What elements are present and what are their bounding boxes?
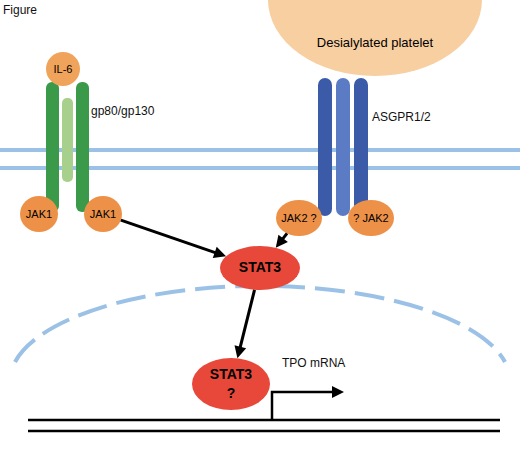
arrow-head xyxy=(276,235,288,248)
transcription-factor-ellipse: STAT3? xyxy=(192,358,270,410)
node-text: JAK1 xyxy=(90,208,116,220)
kinase-circle: JAK1 xyxy=(84,196,122,232)
asgpr-bar xyxy=(354,78,368,216)
node-text: ? xyxy=(227,386,236,401)
gp80-bar xyxy=(62,98,73,182)
annotation-label: ASGPR1/2 xyxy=(372,110,431,124)
annotation-label: gp80/gp130 xyxy=(91,104,154,118)
kinase-circle: JAK1 xyxy=(20,196,58,232)
asgpr-bar xyxy=(336,78,350,216)
platelet-shape: Desialylated platelet xyxy=(268,0,482,76)
dna-strand xyxy=(28,430,500,433)
arrow-head xyxy=(213,247,226,258)
transcription-factor-ellipse: STAT3 xyxy=(220,246,300,290)
node-text: JAK2 ? xyxy=(281,212,316,224)
node-text: ? JAK2 xyxy=(353,212,388,224)
node-text: IL-6 xyxy=(54,63,73,75)
node-text: JAK1 xyxy=(26,208,52,220)
figure-title: Figure xyxy=(3,3,37,17)
signal-arrow xyxy=(121,220,217,253)
gp130-bar xyxy=(46,82,59,212)
dna-strand xyxy=(28,419,500,422)
asgpr-bar xyxy=(318,78,332,216)
signal-arrow xyxy=(240,290,255,349)
annotation-label: TPO mRNA xyxy=(282,356,345,370)
node-text: STAT3 xyxy=(239,260,281,275)
node-text: Desialylated platelet xyxy=(317,36,433,50)
arrow-head xyxy=(332,386,344,398)
nuclear-envelope xyxy=(15,286,505,362)
kinase-circle: ? JAK2 xyxy=(348,200,394,236)
kinase-circle: JAK2 ? xyxy=(276,200,322,236)
gp130-bar xyxy=(76,82,89,212)
ligand-circle: IL-6 xyxy=(46,52,80,86)
arrow-head xyxy=(235,345,247,358)
node-text: STAT3 xyxy=(210,367,252,382)
transcription-arrow xyxy=(272,392,334,420)
